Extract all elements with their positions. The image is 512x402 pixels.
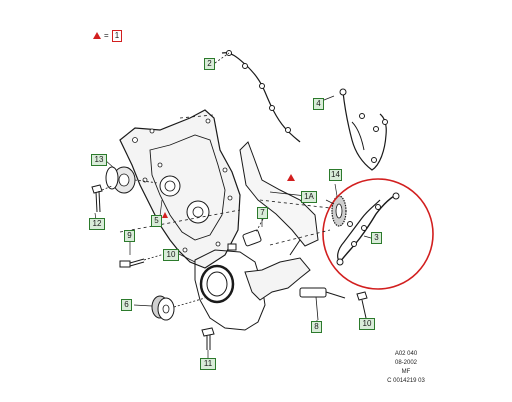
legend-warning-triangle xyxy=(93,32,101,39)
warning-triangle-2 xyxy=(162,212,168,218)
warning-triangle xyxy=(287,174,295,181)
callout-4: 4 xyxy=(313,98,324,110)
callout-1a: 1A xyxy=(301,191,317,203)
sensor-part-7 xyxy=(227,229,262,251)
tensioner-bracket xyxy=(239,141,319,247)
highlight-circle xyxy=(322,178,434,290)
callout-2: 2 xyxy=(204,58,215,70)
crank-seal xyxy=(199,264,235,304)
stud-part-9 xyxy=(119,258,145,268)
callout-11: 11 xyxy=(200,358,216,370)
legend-equals: = xyxy=(104,31,109,40)
lower-bracket xyxy=(244,257,311,301)
reference-line-3: MF xyxy=(401,369,411,375)
callout-3: 3 xyxy=(371,232,382,244)
gasket-part-4-holes xyxy=(339,88,388,163)
pulley-part-13 xyxy=(105,166,136,194)
callout-8: 8 xyxy=(311,321,322,333)
callout-10-left: 10 xyxy=(163,249,179,261)
callout-13: 13 xyxy=(91,154,107,166)
callout-10-right: 10 xyxy=(359,318,375,330)
callout-6: 6 xyxy=(121,299,132,311)
pulley-part-6 xyxy=(151,295,175,321)
callout-9: 9 xyxy=(124,230,135,242)
gasket-part-4 xyxy=(342,91,387,171)
lower-housing xyxy=(194,249,266,331)
reference-line-4: C 0014219 03 xyxy=(387,378,425,384)
bolt-part-12 xyxy=(91,184,103,213)
reference-line-1: A02 040 xyxy=(394,351,418,357)
callout-7: 7 xyxy=(257,207,268,219)
callout-12: 12 xyxy=(89,218,105,230)
gasket-part-2 xyxy=(221,52,301,143)
part-8 xyxy=(299,287,346,299)
bolt-part-11 xyxy=(201,327,215,350)
legend-callout-1: 1 xyxy=(112,30,122,42)
reference-line-2: 08-2002 xyxy=(394,360,418,366)
gasket-part-3-holes xyxy=(336,192,400,266)
callout-14: 14 xyxy=(329,169,342,181)
callout-5: 5 xyxy=(151,215,162,227)
bolt-part-10 xyxy=(356,291,368,319)
gasket-part-2-holes xyxy=(226,50,291,133)
gasket-part-3 xyxy=(339,195,395,263)
